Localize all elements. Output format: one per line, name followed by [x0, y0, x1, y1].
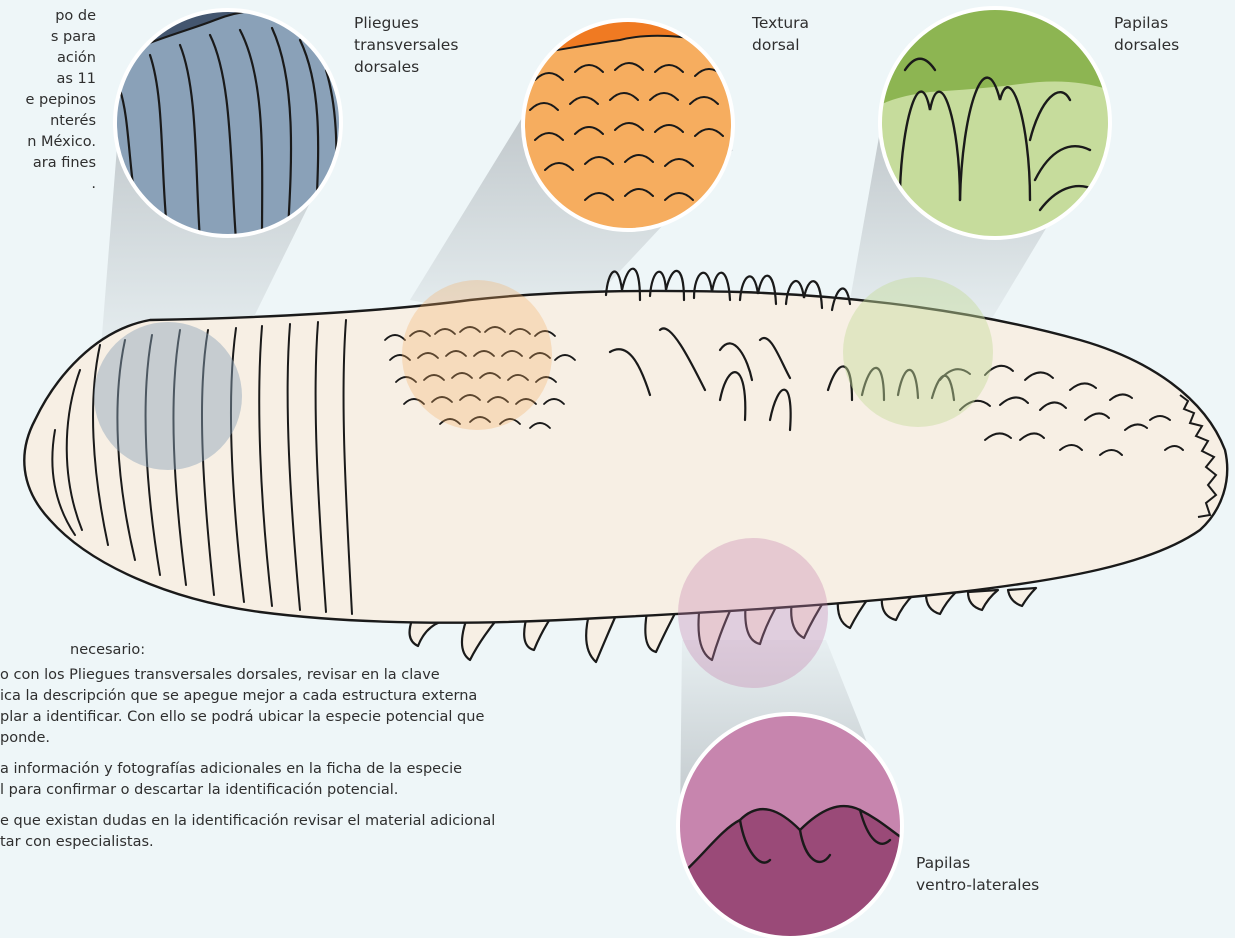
tail-fringe [1179, 394, 1218, 518]
label-line: Papilas [1114, 14, 1169, 32]
intro-text: po de s para ación as 11 e pepinos nteré… [0, 6, 96, 195]
highlight-papilas-ventro [678, 538, 828, 688]
instruction-line: ponde. [0, 730, 50, 746]
instruction-line: e que existan dudas en la identificación… [0, 813, 496, 829]
label-line: ventro-laterales [916, 876, 1040, 894]
intro-line: s para [50, 29, 96, 45]
intro-line: e pepinos [25, 92, 96, 108]
label-pliegues: Pliegues transversales dorsales [354, 12, 458, 78]
zoom-papilas-dorsales [878, 6, 1112, 240]
instruction-item: e que existan dudas en la identificación… [0, 811, 568, 853]
sea-cucumber-body [23, 289, 1229, 624]
label-papilas-dorsales: Papilas dorsales [1114, 12, 1179, 56]
label-line: dorsales [1114, 36, 1180, 54]
intro-line: as 11 [56, 71, 97, 87]
intro-line: po de [55, 8, 96, 24]
label-papilas-ventro: Papilas ventro-laterales [916, 852, 1039, 896]
instruction-line: tar con especialistas. [0, 834, 154, 850]
zoom-papilas-ventro [676, 712, 904, 938]
dorsal-papillae-small [939, 364, 1184, 456]
intro-line: nterés [50, 113, 96, 129]
label-line: dorsal [752, 36, 800, 54]
intro-line: ación [57, 50, 96, 66]
intro-line: n México. [27, 134, 96, 150]
label-textura: Textura dorsal [752, 12, 809, 56]
zoom-textura [521, 18, 735, 232]
intro-line: . [91, 176, 96, 192]
instruction-item: o con los Pliegues transversales dorsale… [0, 665, 568, 749]
highlight-textura [402, 280, 552, 430]
instruction-line: o con los Pliegues transversales dorsale… [0, 667, 440, 683]
highlight-papilas-dorsales [843, 277, 993, 427]
label-line: Pliegues [354, 14, 419, 32]
label-line: dorsales [354, 58, 420, 76]
label-line: transversales [354, 36, 459, 54]
dorsal-papillae [604, 267, 956, 432]
instruction-line: plar a identificar. Con ello se podrá ub… [0, 709, 485, 725]
instructions-heading: necesario: [70, 642, 146, 658]
instruction-line: a información y fotografías adicionales … [0, 761, 463, 777]
instruction-line: l para confirmar o descartar la identifi… [0, 782, 399, 798]
instructions: necesario: o con los Pliegues transversa… [0, 640, 568, 863]
instruction-line: ica la descripción que se apegue mejor a… [0, 688, 478, 704]
transverse-folds [51, 319, 353, 615]
intro-line: ara fines [32, 155, 96, 171]
dorsal-texture-arcs [384, 326, 576, 429]
highlight-pliegues [94, 322, 242, 470]
label-line: Textura [752, 14, 810, 32]
instruction-item: a información y fotografías adicionales … [0, 759, 568, 801]
label-line: Papilas [916, 854, 971, 872]
